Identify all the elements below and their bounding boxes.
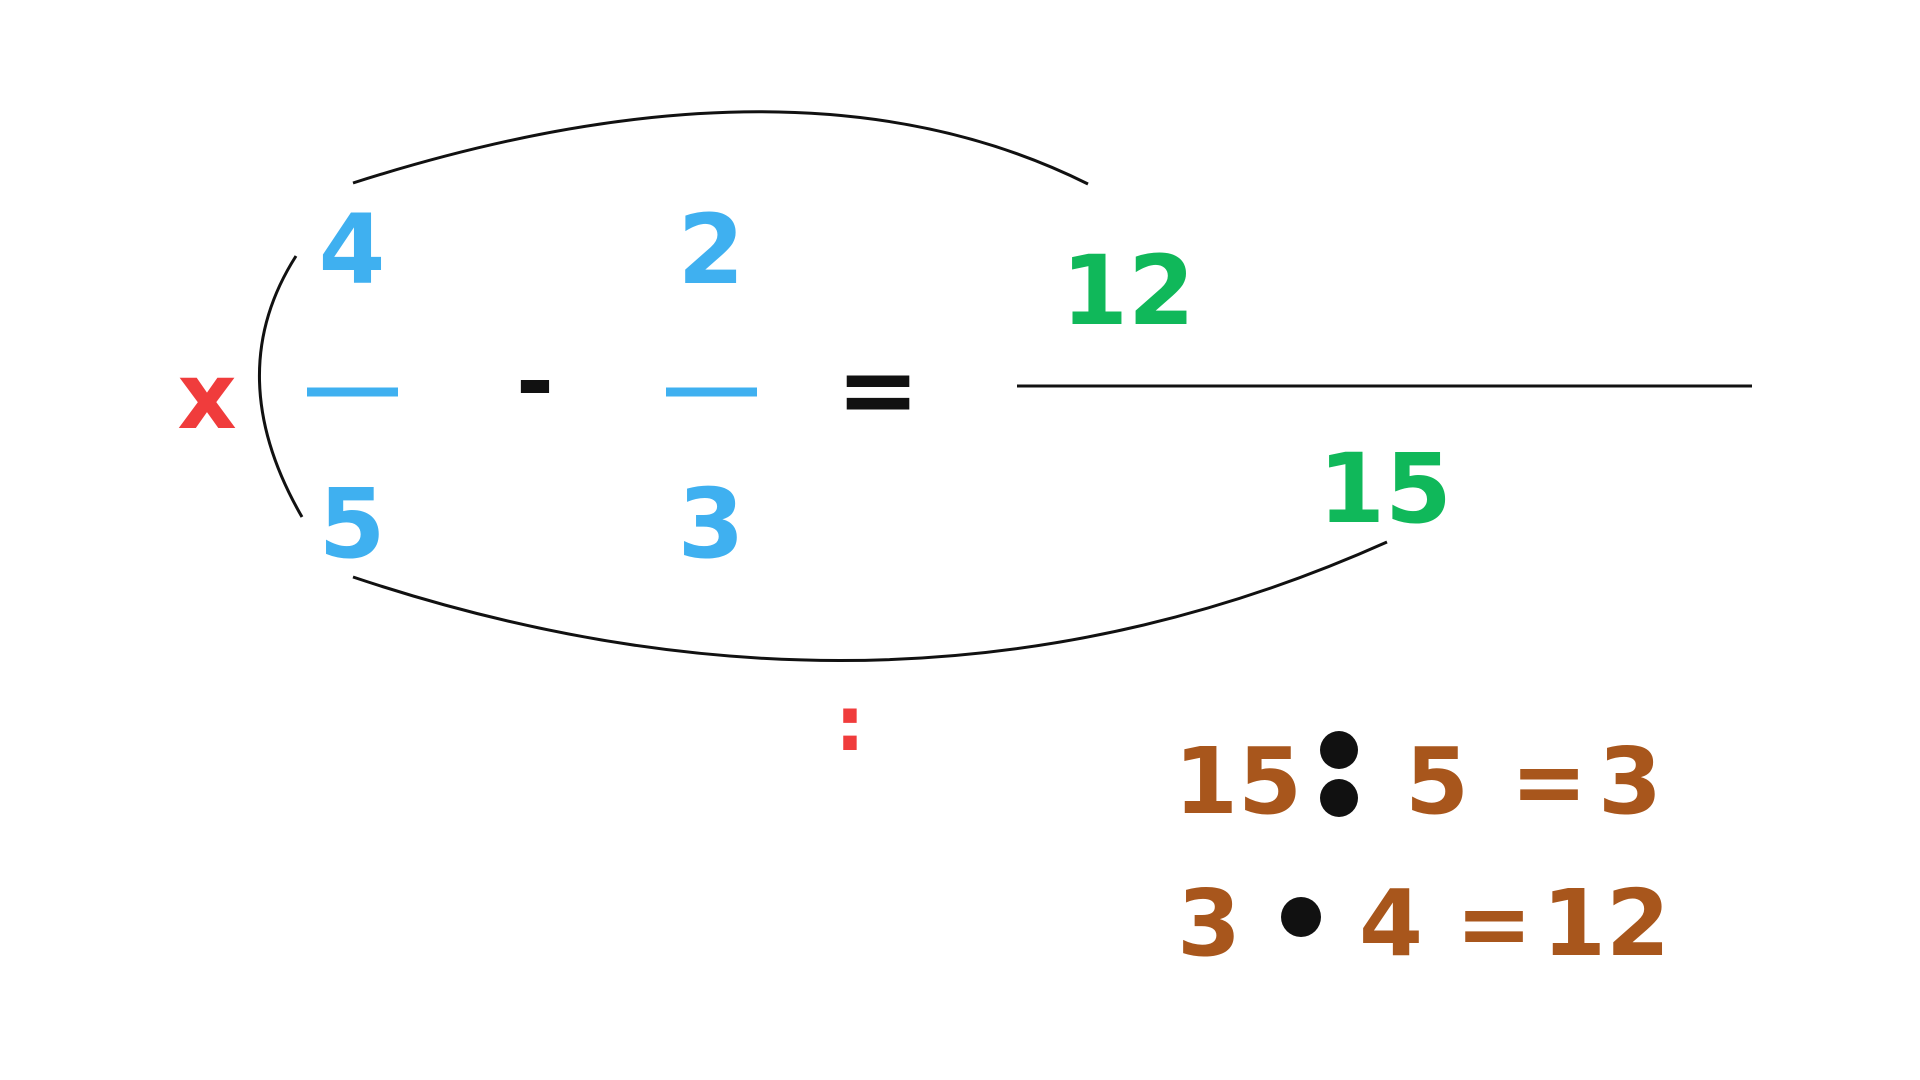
result-numerator: 12	[1061, 235, 1195, 347]
step1-result: 3	[1598, 728, 1662, 835]
fraction-b-numerator: 2	[678, 194, 745, 306]
minus-operator: -	[516, 328, 554, 435]
fraction-a-denominator: 5	[319, 468, 386, 580]
division-marker: :	[835, 679, 865, 768]
bottom-arc	[352, 540, 1388, 663]
step2-right: 4	[1359, 870, 1423, 977]
top-arc	[352, 110, 1089, 186]
left-bracket-arc	[258, 255, 304, 518]
step2-equals: =	[1455, 870, 1532, 977]
step1-right: 5	[1405, 728, 1469, 835]
equals-sign: =	[836, 331, 920, 448]
result-denominator: 15	[1318, 433, 1452, 545]
step2-result: 12	[1542, 870, 1670, 977]
x-marker: x	[177, 343, 236, 450]
fraction-b-denominator: 3	[678, 468, 745, 580]
fraction-a-numerator: 4	[319, 194, 386, 306]
step2-left: 3	[1177, 870, 1241, 977]
step1-equals: =	[1510, 728, 1587, 835]
multiply-dot-icon	[1281, 897, 1321, 937]
step1-left: 15	[1174, 728, 1302, 835]
division-colon-icon	[1320, 731, 1358, 817]
